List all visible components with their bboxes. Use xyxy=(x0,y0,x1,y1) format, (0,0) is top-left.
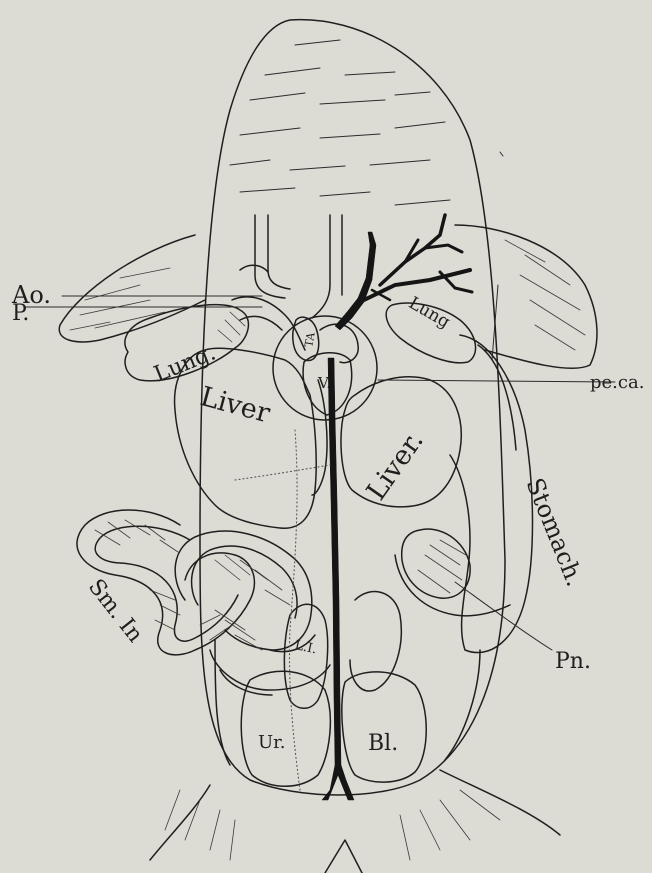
bladder-label: Bl. xyxy=(368,731,398,756)
liver-right-label: Liver. xyxy=(361,426,430,506)
stomach xyxy=(450,335,533,653)
small-intestine-label: Sm. In xyxy=(83,575,148,648)
liver-left-label: Liver xyxy=(197,381,273,429)
right-lung-label: Lung xyxy=(405,293,453,332)
pericardial-cavity-label: pe.ca. xyxy=(590,372,644,393)
large-intestine xyxy=(284,604,327,708)
ureter-label: Ur. xyxy=(258,732,286,753)
heart: TA V. xyxy=(273,316,377,420)
large-intestine-label: L.I. xyxy=(293,638,318,657)
pancreas-label: Pn. xyxy=(555,649,591,674)
truncus-label: TA xyxy=(302,330,318,348)
lower-body-line xyxy=(215,640,480,765)
pulmonary-label: P. xyxy=(12,301,29,326)
left-lung-veining xyxy=(218,312,245,342)
cloaca-outline xyxy=(325,840,362,873)
stomach-label: Stomach. xyxy=(520,474,589,590)
left-hindlimb xyxy=(150,785,235,860)
large-intestine-extension xyxy=(350,592,401,691)
right-hindlimb xyxy=(400,770,560,860)
bladder xyxy=(342,672,426,782)
pancreas xyxy=(395,529,510,616)
pericardial-cavity xyxy=(273,316,377,420)
left-forelimb xyxy=(59,235,205,342)
liver-middle-lobe xyxy=(312,380,327,495)
liver-left-lobe xyxy=(175,348,317,528)
